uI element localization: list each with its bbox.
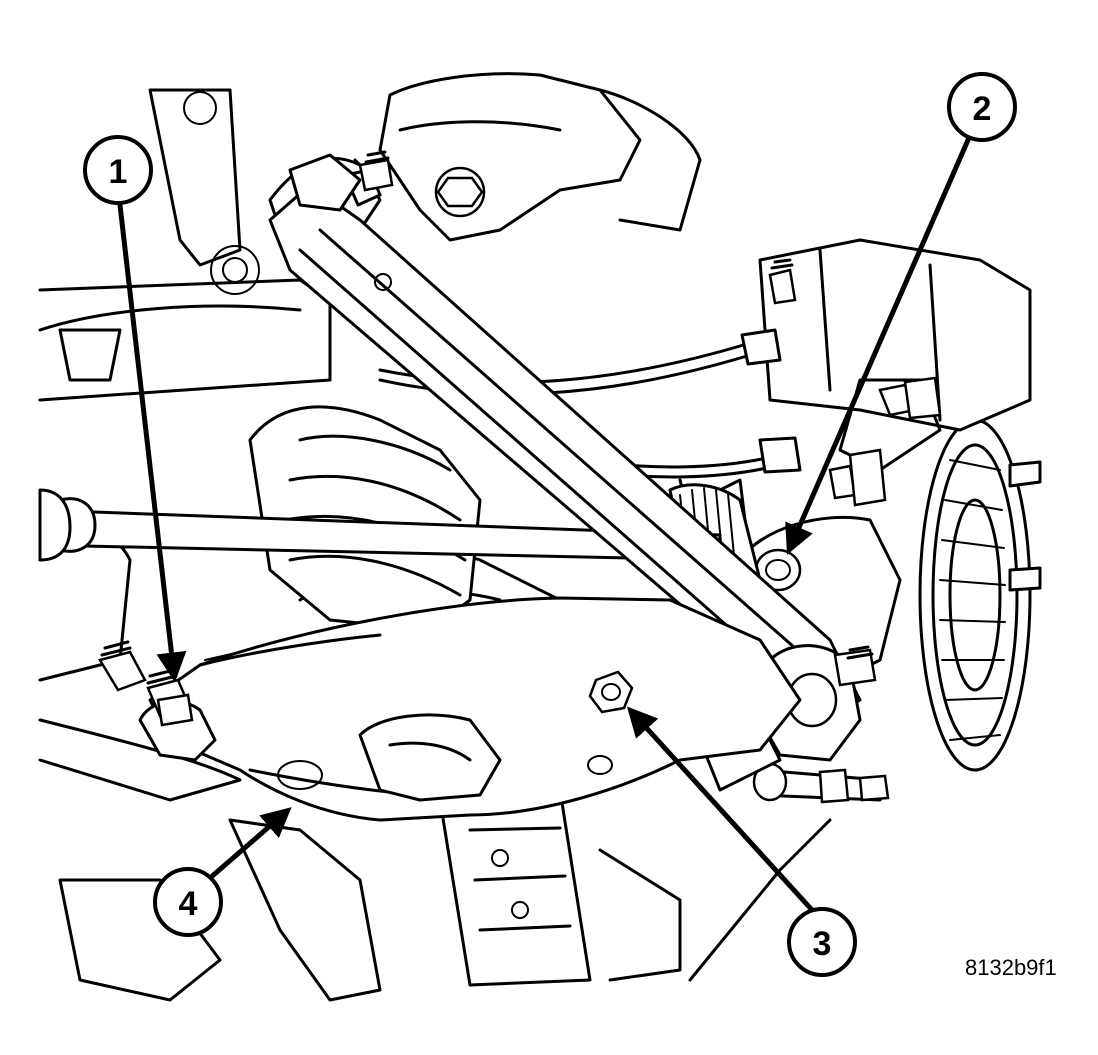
callout-4: 4 bbox=[153, 867, 223, 937]
callout-3-arrow bbox=[626, 706, 815, 913]
lateral-link bbox=[268, 150, 877, 762]
center-bolt bbox=[588, 670, 634, 714]
callout-2: 2 bbox=[947, 72, 1017, 142]
callout-4-arrow bbox=[207, 807, 292, 881]
right-pivot-bolts bbox=[828, 376, 942, 507]
callout-2-label: 2 bbox=[973, 90, 992, 128]
brake-hose bbox=[378, 258, 802, 479]
knuckle-and-rotor bbox=[678, 238, 1042, 772]
callout-1: 1 bbox=[83, 135, 153, 205]
reference-code: 8132b9f1 bbox=[965, 955, 1057, 980]
callout-1-arrow bbox=[117, 202, 187, 683]
callout-3: 3 bbox=[787, 907, 857, 977]
upper-mount bbox=[268, 72, 702, 262]
leader-arrows bbox=[117, 137, 971, 913]
callout-1-label: 1 bbox=[109, 153, 128, 191]
left-pivot-bolts bbox=[98, 640, 194, 727]
callout-4-label: 4 bbox=[179, 885, 198, 923]
callout-2-arrow bbox=[785, 137, 971, 555]
strut-rod bbox=[38, 488, 722, 562]
callout-3-label: 3 bbox=[813, 925, 832, 963]
